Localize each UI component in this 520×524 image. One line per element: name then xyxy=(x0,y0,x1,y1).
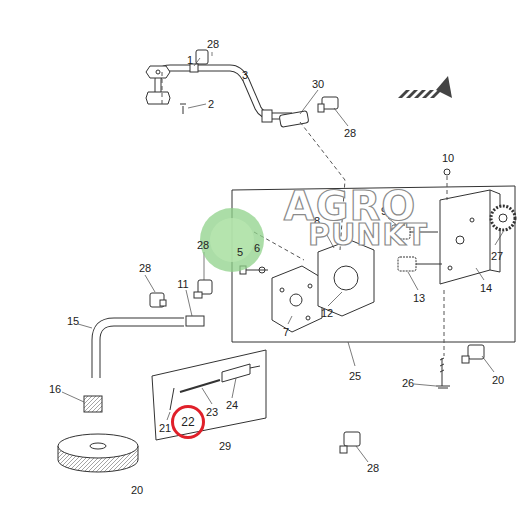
callout-number: 28 xyxy=(207,39,219,50)
callout-number: 11 xyxy=(177,279,188,290)
callout-number: 3 xyxy=(242,70,248,81)
callout-number: 20 xyxy=(492,375,504,386)
callout-number: 30 xyxy=(312,79,324,90)
callout-number: 28 xyxy=(344,128,356,139)
callout-number: 5 xyxy=(237,247,243,258)
callout-number: 1 xyxy=(187,55,193,66)
callout-number: 10 xyxy=(442,153,454,164)
callout-number: 15 xyxy=(67,316,79,327)
callout-number: 2 xyxy=(208,99,214,110)
callout-number: 7 xyxy=(283,327,289,338)
callout-number: 6 xyxy=(254,243,260,254)
callout-number: 24 xyxy=(226,400,238,411)
callout-number: 27 xyxy=(491,251,503,262)
callout-number: 26 xyxy=(402,378,414,389)
callout-number: 29 xyxy=(219,441,231,452)
callout-number: 22 xyxy=(181,415,194,429)
callout-number: 28 xyxy=(197,240,209,251)
callout-number: 28 xyxy=(367,463,379,474)
callout-number: 16 xyxy=(49,384,61,395)
callout-number: 12 xyxy=(321,308,333,319)
watermark: PUNKT xyxy=(308,220,428,250)
callout-number: 28 xyxy=(139,263,151,274)
callout-number: 21 xyxy=(159,423,171,434)
callout-number: 20 xyxy=(131,485,143,496)
highlight-circle: 22 xyxy=(171,405,205,439)
callout-number: 14 xyxy=(480,283,492,294)
callout-number: 23 xyxy=(206,407,218,418)
callout-number: 25 xyxy=(349,371,361,382)
callout-number: 13 xyxy=(413,293,425,304)
